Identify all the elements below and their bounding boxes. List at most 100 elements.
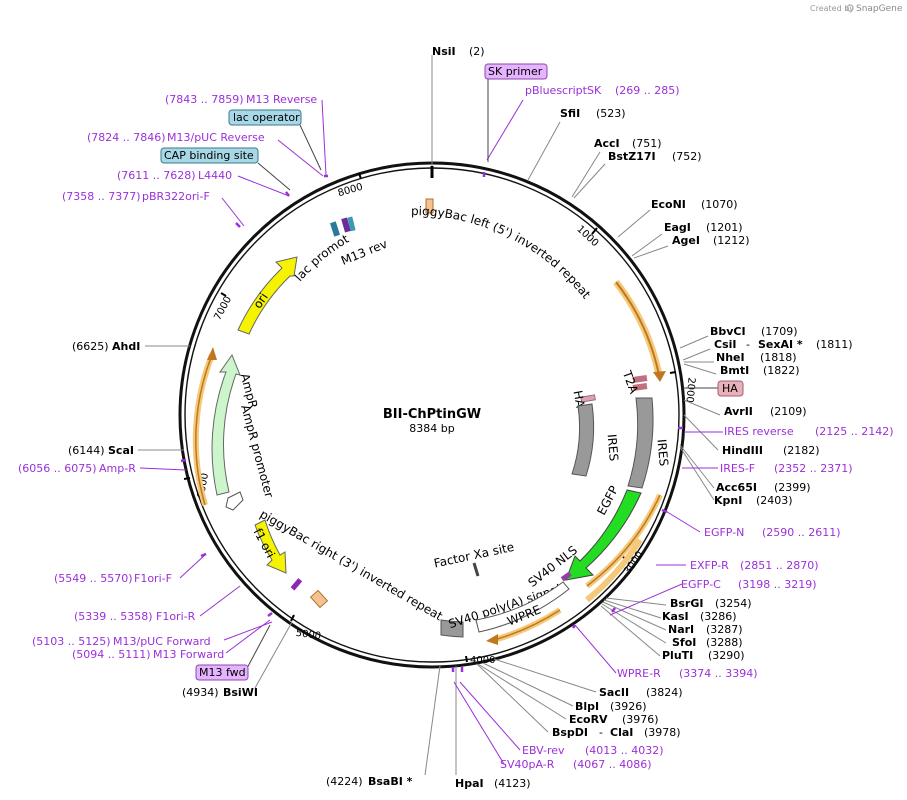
wpre-highlight-arrowhead	[486, 634, 498, 645]
enzyme-name: BspDI	[552, 726, 588, 739]
enzyme-position: (2182)	[783, 444, 820, 457]
enzyme-position: (1822)	[763, 364, 800, 377]
primer-position: (4013 .. 4032)	[585, 744, 664, 757]
primer-name: pBluescriptSK	[525, 84, 602, 97]
sk-primer-label: SK primer	[488, 65, 543, 78]
primer-position: (6056 .. 6075)	[18, 462, 97, 475]
enzyme-position: (1709)	[761, 325, 798, 338]
primer-position: (2590 .. 2611)	[762, 526, 841, 539]
enzyme-position: (3286)	[700, 610, 737, 623]
ha-label-inner: HA	[571, 389, 588, 409]
piggybac-left-label: piggyBac left (5') inverted repeat	[411, 204, 594, 302]
ampr-arrow	[211, 353, 241, 496]
enzyme-name: SexAI *	[758, 338, 803, 351]
primer-position: (5103 .. 5125)	[32, 635, 111, 648]
primer-position: (7611 .. 7628)	[117, 169, 196, 182]
enzyme-name: NheI	[716, 351, 745, 364]
enzyme-position: (4934)	[182, 686, 219, 699]
enzyme-name: KasI	[662, 610, 689, 623]
primer-name: EGFP-C	[681, 578, 721, 591]
primer-position: (2352 .. 2371)	[774, 462, 853, 475]
t2a-block-a	[632, 375, 648, 383]
ampr-highlight-arrowhead	[207, 347, 217, 360]
enzyme-position: (1070)	[701, 198, 738, 211]
primer-name: M13/pUC Reverse	[167, 131, 265, 144]
primer-name: M13 Forward	[153, 648, 224, 661]
sv40-nls-block	[560, 571, 572, 582]
primer-position: (5549 .. 5570)	[54, 572, 133, 585]
enzyme-position: (3978)	[644, 726, 681, 739]
enzyme-name: AvrII	[724, 405, 753, 418]
factor-xa-block	[472, 562, 480, 577]
piggybac-right-block	[309, 589, 329, 609]
enzyme-position: (1818)	[760, 351, 797, 364]
enzyme-name: AgeI	[672, 234, 700, 247]
primer-name: IRES-F	[720, 462, 755, 475]
primer-position: (7824 .. 7846)	[87, 131, 166, 144]
enzyme-name: PluTI	[662, 649, 693, 662]
enzyme-position: (3288)	[706, 636, 743, 649]
enzyme-name: BsrGI	[670, 597, 703, 610]
enzyme-position: (1201)	[706, 221, 743, 234]
m13-fwd-box	[195, 664, 249, 681]
svg-text:-: -	[599, 726, 603, 739]
tick-label: 7000	[212, 295, 234, 323]
m13-rev-block	[341, 217, 351, 233]
svg-text:-: -	[746, 338, 750, 351]
tick-label: 2000	[683, 377, 696, 403]
primer-position: (2851 .. 2870)	[740, 559, 819, 572]
enzyme-position: (3254)	[715, 597, 752, 610]
lac-operator-label: lac operator	[233, 111, 300, 124]
created-by-text: Created by	[810, 4, 854, 13]
enzyme-position: (523)	[596, 107, 626, 120]
enzyme-name: BbvCI	[710, 325, 746, 338]
primer-name: M13/pUC Forward	[113, 635, 211, 648]
feature-leaders	[244, 77, 718, 673]
enzyme-position: (1212)	[713, 234, 750, 247]
boxed-labels: SK primer lac operator CAP binding site …	[160, 63, 744, 681]
primer-name: F1ori-R	[156, 610, 196, 623]
tick-label: 5000	[295, 628, 322, 642]
enzyme-name: ClaI	[610, 726, 633, 739]
enzyme-position: (2399)	[774, 481, 811, 494]
primer-position: (7843 .. 7859)	[165, 93, 244, 106]
ires-label-1: IRES	[605, 433, 621, 461]
enzyme-name: BstZ17I	[608, 150, 656, 163]
enzyme-name: AccI	[594, 137, 620, 150]
enzyme-name: HindIII	[722, 444, 763, 457]
plasmid-length: 8384 bp	[409, 422, 454, 435]
piggybac-left-block	[425, 198, 434, 214]
ori-arrow	[237, 256, 298, 335]
enzyme-position: (3926)	[610, 700, 647, 713]
ires-label-2: IRES	[655, 438, 671, 466]
primer-site-ticks	[180, 172, 683, 672]
enzyme-position: (2403)	[756, 494, 793, 507]
primer-position: (7358 .. 7377)	[62, 190, 141, 203]
sk-primer-box	[484, 63, 548, 80]
primer-name: M13 Reverse	[246, 93, 317, 106]
wpre-highlight-a	[585, 538, 643, 603]
primer-name: Amp-R	[99, 462, 136, 475]
ha-block-inner	[580, 394, 596, 403]
primer-position: (2125 .. 2142)	[815, 425, 894, 438]
enzyme-position: (3290)	[708, 649, 745, 662]
enzyme-position: (751)	[632, 137, 662, 150]
enzyme-name: AhdI	[112, 340, 140, 353]
enzyme-name: EcoNI	[651, 198, 686, 211]
cap-site-block	[329, 221, 341, 237]
sv40-polya-block	[440, 619, 464, 638]
primer-leaders	[139, 99, 723, 765]
primer-name: F1ori-F	[134, 572, 172, 585]
enzyme-name: BsiWI	[223, 686, 258, 699]
enzyme-name: BmtI	[720, 364, 749, 377]
piggybac-left-line	[615, 281, 660, 376]
primer-name: L4440	[198, 169, 232, 182]
egfp-highlight-line	[586, 494, 661, 587]
tick-label: 8000	[337, 182, 364, 200]
t2a-block-b	[632, 383, 648, 391]
enzyme-position: (3287)	[706, 623, 743, 636]
enzyme-position: (6625)	[72, 340, 109, 353]
ires-block-1	[571, 403, 595, 477]
primer-labels: pBluescriptSK (269 .. 285) IRES reverse …	[18, 84, 894, 771]
